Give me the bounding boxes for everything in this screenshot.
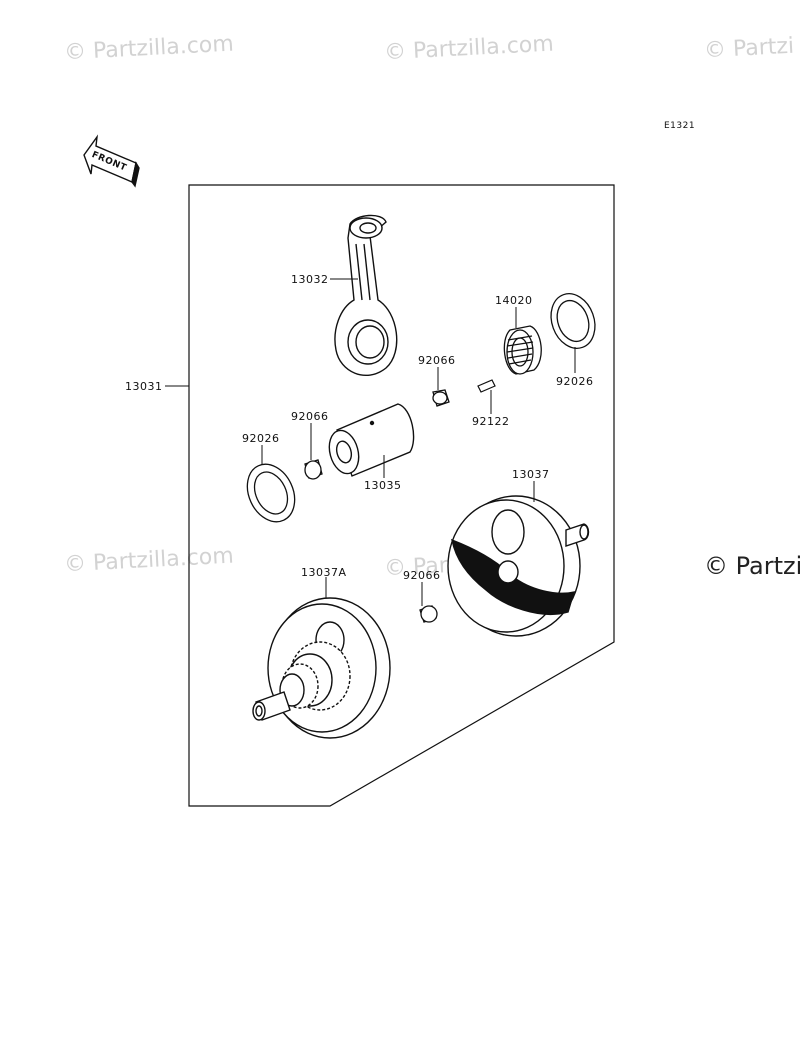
assembly-frame	[188, 184, 615, 807]
thrust-washer-right	[550, 293, 596, 349]
part-label-collar-upper[interactable]: 92066	[418, 354, 456, 367]
collar-lower	[419, 605, 438, 623]
part-label-washer-left[interactable]: 92026	[242, 432, 280, 445]
thrust-washer-left	[246, 463, 296, 523]
collar-upper	[432, 389, 450, 407]
dowel-pin	[477, 379, 496, 393]
watermark: © Partzi	[704, 552, 800, 580]
part-label-assembly[interactable]: 13031	[125, 380, 163, 393]
part-label-collar-left[interactable]: 92066	[291, 410, 329, 423]
front-arrow-icon	[83, 134, 140, 188]
part-label-collar-lower[interactable]: 92066	[403, 569, 441, 582]
part-label-bearing[interactable]: 14020	[495, 294, 533, 307]
crankpin	[328, 403, 415, 477]
part-label-pin[interactable]: 92122	[472, 415, 510, 428]
part-label-flywheel-left[interactable]: 13037A	[301, 566, 347, 579]
part-label-washer-right[interactable]: 92026	[556, 375, 594, 388]
part-label-crankpin[interactable]: 13035	[364, 479, 402, 492]
part-label-flywheel-right[interactable]: 13037	[512, 468, 550, 481]
flywheel-right	[447, 495, 590, 637]
diagram-code: E1321	[664, 121, 696, 131]
collar-left	[304, 459, 323, 480]
needle-bearing	[503, 325, 542, 375]
flywheel-left	[252, 597, 391, 739]
part-label-rod[interactable]: 13032	[291, 273, 329, 286]
connecting-rod	[334, 214, 398, 377]
